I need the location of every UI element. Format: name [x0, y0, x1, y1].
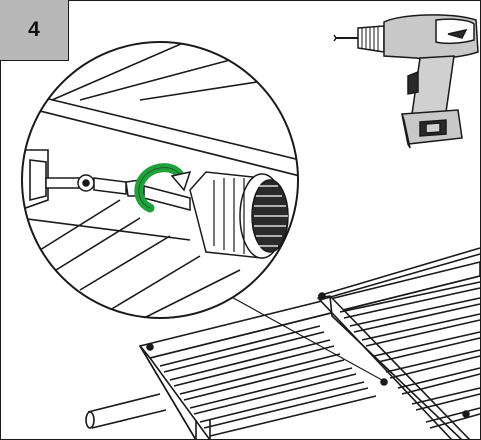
slats-left — [159, 325, 377, 437]
step-number-badge: 4 — [0, 0, 69, 61]
frame-panel — [85, 247, 481, 440]
slats-right — [339, 281, 481, 429]
detail-circle — [21, 41, 299, 319]
bolt-assembly — [45, 171, 289, 259]
step-number: 4 — [28, 18, 40, 41]
clockwise-arrow-icon — [134, 163, 192, 213]
cordless-drill-icon — [333, 14, 479, 149]
